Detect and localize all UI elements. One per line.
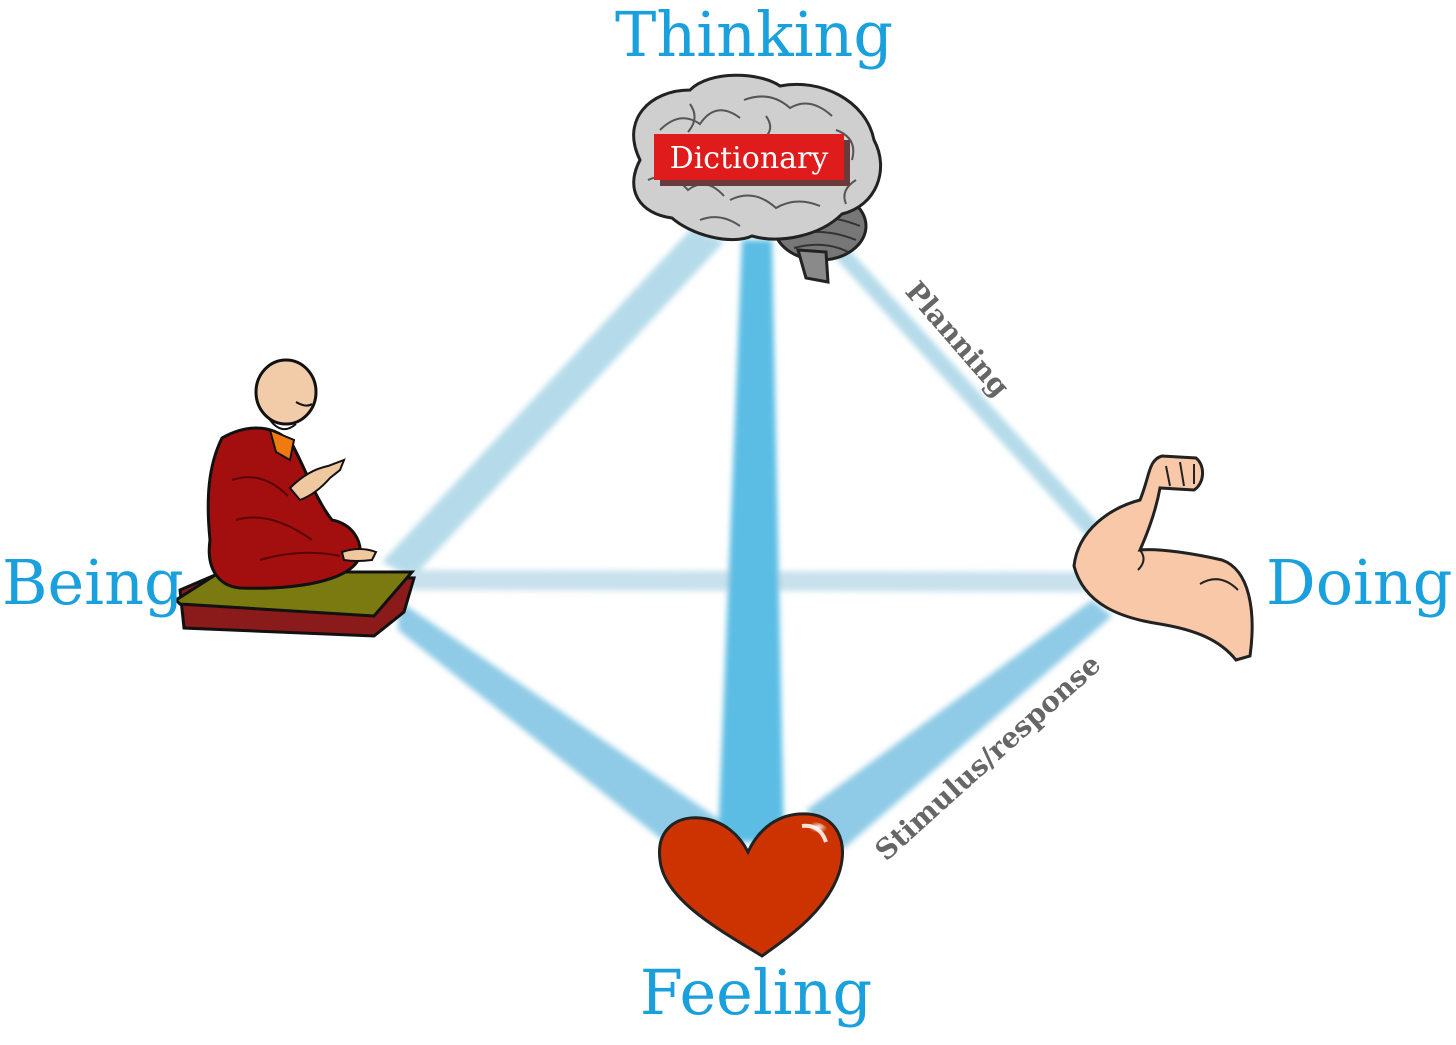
edge-thinking-doing: [812, 232, 1104, 540]
heart-icon: [658, 812, 844, 958]
node-label-being: Being: [2, 546, 184, 619]
flexed-arm-icon: [1072, 454, 1254, 662]
edge-being-thinking: [382, 228, 724, 578]
edge-doing-feeling: [806, 600, 1112, 850]
edge-thinking-feeling: [718, 240, 784, 842]
node-label-doing: Doing: [1266, 546, 1452, 619]
node-label-feeling: Feeling: [640, 956, 872, 1029]
dictionary-label: Dictionary: [670, 141, 829, 176]
node-label-thinking: Thinking: [615, 0, 893, 71]
edge-being-feeling: [398, 600, 720, 862]
edges: [382, 228, 1112, 862]
dictionary-badge: Dictionary: [654, 134, 850, 186]
meditating-monk-icon: [173, 358, 416, 638]
